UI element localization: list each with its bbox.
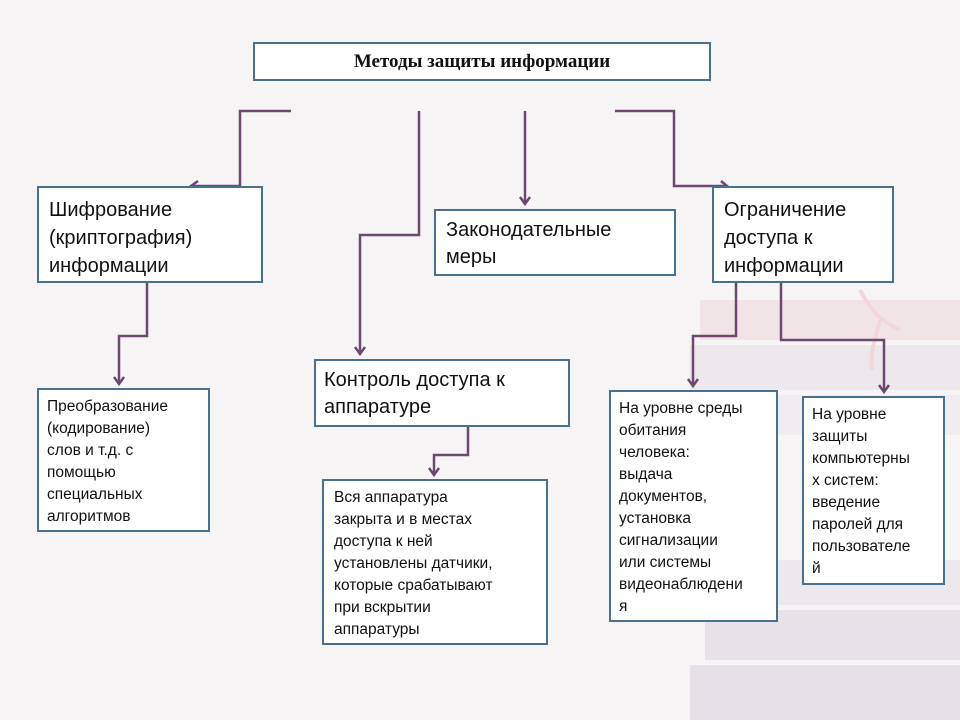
arrowhead-legislative: [518, 196, 532, 207]
connector-encryption-transform: [117, 283, 149, 384]
arrowhead-env: [686, 378, 700, 389]
method-hardware-access-box: Контроль доступа к аппаратуре: [314, 359, 570, 427]
connector-access-env: [691, 283, 738, 386]
detail-computer-level-box: На уровне защиты компьютерны х систем: в…: [802, 396, 945, 585]
arrowhead-comp: [877, 384, 891, 395]
connector-hardware-sensors: [432, 427, 470, 475]
connector-title-encryption: [192, 109, 291, 188]
detail-hardware-sensors-box: Вся аппаратура закрыта и в местах доступ…: [322, 479, 548, 645]
arrowhead-sensors: [427, 467, 441, 478]
diagram-title-box: Методы защиты информации: [253, 42, 711, 81]
connector-title-hardware: [358, 111, 421, 354]
method-encryption-box: Шифрование (криптография) информации: [37, 186, 263, 283]
arrowhead-transform: [112, 376, 126, 387]
detail-environment-level-box: На уровне среды обитания человека: выдач…: [609, 390, 778, 622]
detail-transformation-box: Преобразование (кодирование) слов и т.д.…: [37, 388, 210, 532]
connector-title-access: [615, 109, 726, 188]
arrowhead-hardware: [353, 346, 367, 357]
method-access-restriction-box: Ограничение доступа к информации: [712, 186, 894, 283]
method-legislative-box: Законодательные меры: [434, 209, 676, 276]
connector-access-comp: [779, 283, 886, 392]
